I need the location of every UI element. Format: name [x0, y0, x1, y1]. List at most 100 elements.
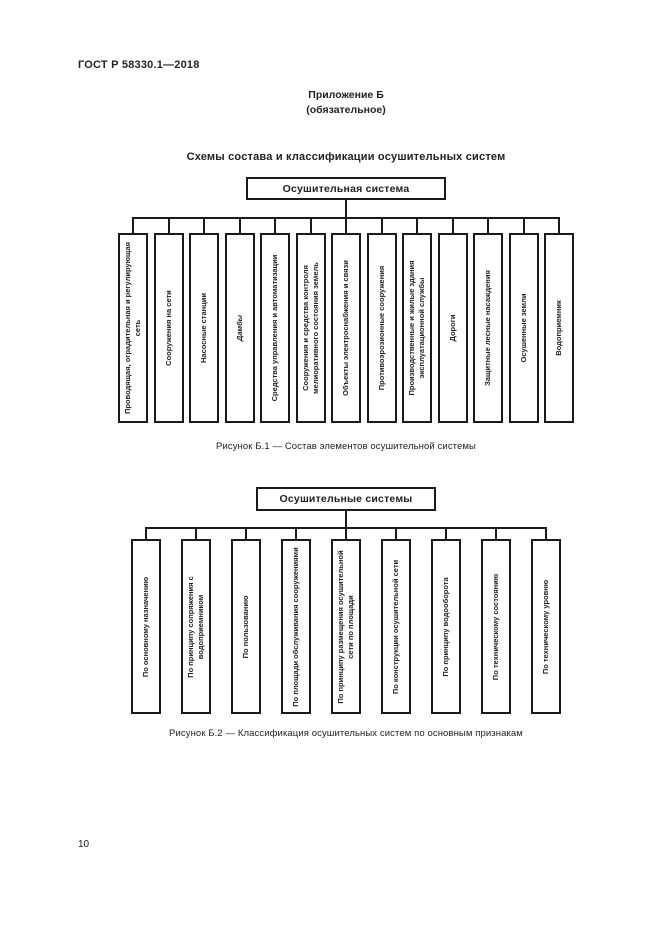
diagram-box: Защитные лесные насаждения: [473, 233, 503, 423]
connector-stub: [522, 217, 525, 233]
diagram-box-label: Проводящая, оградительная и регулирующая…: [123, 241, 142, 415]
connector-stub: [445, 527, 447, 539]
connector-stub: [245, 527, 247, 539]
diagram-box: По пользованию: [231, 539, 261, 714]
connector-stub: [145, 527, 147, 539]
connector-stub: [545, 527, 547, 539]
diagram-child: Водоприемник: [544, 217, 574, 423]
connector-stub: [380, 217, 383, 233]
diagram-box: По основному назначению: [131, 539, 161, 714]
diagram-box-label: По основному назначению: [141, 576, 151, 677]
diagram-box: По принципу сопряжения с водоприемником: [181, 539, 211, 714]
figure-b1-children-row: Проводящая, оградительная и регулирующая…: [118, 217, 574, 423]
diagram-child: По площади обслуживания сооружениями: [281, 527, 311, 714]
figure-b1-diagram: Осушительная система Проводящая, оградит…: [31, 177, 661, 423]
diagram-box-label: Сооружения на сети: [163, 290, 173, 366]
figure-b2-diagram: Осушительные системы По основному назнач…: [31, 487, 661, 714]
connector-stub: [195, 527, 197, 539]
connector-stub: [451, 217, 454, 233]
diagram-box: По техническому уровню: [531, 539, 561, 714]
diagram-box-label: Сооружения и средства контроля мелиорати…: [300, 262, 320, 394]
figure-b2-children-row: По основному назначению По принципу сопр…: [131, 527, 561, 714]
diagram-box: По конструкции осушительной сети: [381, 539, 411, 714]
diagram-box-label: По площади обслуживания сооружениями: [291, 546, 301, 707]
diagram-box: Сооружения на сети: [153, 233, 184, 423]
diagram-box: Объекты электроснабжения и связи: [331, 233, 361, 423]
diagram-box-label: По принципу сопряжения с водоприемником: [186, 575, 205, 678]
connector-stem: [345, 200, 347, 217]
diagram-child: По техническому уровню: [531, 527, 561, 714]
connector-bus: [145, 527, 547, 529]
connector-stub: [309, 217, 312, 233]
connector-stub: [416, 217, 418, 233]
connector-stub: [558, 217, 560, 233]
connector-stub: [238, 217, 241, 233]
diagram-box-label: По принципу размещения осушительной сети…: [336, 549, 355, 704]
diagram-box-label: Средства управления и автоматизации: [270, 254, 280, 402]
diagram-child: Объекты электроснабжения и связи: [331, 217, 361, 423]
diagram-box-label: Дамбы: [234, 314, 244, 342]
diagram-box: Проводящая, оградительная и регулирующая…: [118, 233, 148, 423]
diagram-box: Водоприемник: [544, 233, 574, 423]
diagram-box-label: По конструкции осушительной сети: [391, 559, 401, 694]
diagram-box-label: Насосные станции: [199, 293, 209, 363]
appendix-heading: Приложение Б (обязательное): [31, 88, 661, 118]
diagram-child: По принципу размещения осушительной сети…: [331, 527, 361, 714]
diagram-box: Дамбы: [224, 233, 255, 423]
diagram-child: Сооружения и средства контроля мелиорати…: [295, 217, 326, 423]
diagram-box-label: Осушенные земли: [518, 293, 528, 363]
diagram-child: Дамбы: [224, 217, 255, 423]
diagram-box-label: Производственные и жилые здания эксплуат…: [407, 260, 426, 396]
connector-stub: [495, 527, 497, 539]
diagram-child: По принципу сопряжения с водоприемником: [181, 527, 211, 714]
diagram-box-label: По принципу водооборота: [441, 576, 451, 677]
diagram-child: Сооружения на сети: [153, 217, 184, 423]
connector-stub: [395, 527, 397, 539]
diagram-box-label: По техническому уровню: [541, 579, 551, 674]
diagram-box: Сооружения и средства контроля мелиорати…: [295, 233, 326, 423]
diagram-child: Производственные и жилые здания эксплуат…: [402, 217, 432, 423]
diagram-box: Насосные станции: [189, 233, 219, 423]
figure-b1-root-box: Осушительная система: [246, 177, 446, 200]
diagram-child: Дороги: [437, 217, 468, 423]
diagram-box-label: Объекты электроснабжения и связи: [341, 260, 351, 396]
figure-b2-caption: Рисунок Б.2 — Классификация осушительных…: [169, 728, 523, 739]
diagram-box-label: Защитные лесные насаждения: [483, 270, 493, 386]
diagram-child: Проводящая, оградительная и регулирующая…: [118, 217, 148, 423]
diagram-box: Дороги: [437, 233, 468, 423]
section-title: Схемы состава и классификации осушительн…: [186, 151, 506, 163]
appendix-title: Приложение Б: [308, 89, 384, 101]
connector-stub: [487, 217, 489, 233]
diagram-box: Производственные и жилые здания эксплуат…: [402, 233, 432, 423]
diagram-box-label: Противоэрозионные сооружения: [376, 265, 386, 391]
document-code: ГОСТ Р 58330.1—2018: [78, 59, 200, 71]
diagram-box: По принципу водооборота: [431, 539, 461, 714]
connector-stub: [203, 217, 205, 233]
figure-b2-root-box: Осушительные системы: [256, 487, 436, 511]
diagram-child: По основному назначению: [131, 527, 161, 714]
diagram-box-label: По пользованию: [241, 595, 251, 658]
diagram-child: Осушенные земли: [508, 217, 539, 423]
diagram-box: Осушенные земли: [508, 233, 539, 423]
diagram-child: По техническому состоянию: [481, 527, 511, 714]
connector-stub: [274, 217, 276, 233]
diagram-child: Средства управления и автоматизации: [260, 217, 290, 423]
connector-stem: [345, 511, 347, 527]
diagram-box-label: Водоприемник: [554, 300, 564, 356]
diagram-box-label: Дороги: [447, 314, 457, 342]
appendix-subtitle: (обязательное): [306, 104, 386, 117]
connector-bus: [132, 217, 560, 219]
diagram-child: Противоэрозионные сооружения: [366, 217, 397, 423]
diagram-box: По принципу размещения осушительной сети…: [331, 539, 361, 714]
diagram-child: Насосные станции: [189, 217, 219, 423]
connector-stub: [167, 217, 170, 233]
diagram-child: По конструкции осушительной сети: [381, 527, 411, 714]
connector-stub: [345, 527, 347, 539]
page-number: 10: [78, 839, 90, 850]
diagram-child: По пользованию: [231, 527, 261, 714]
diagram-child: Защитные лесные насаждения: [473, 217, 503, 423]
diagram-child: По принципу водооборота: [431, 527, 461, 714]
diagram-box: По техническому состоянию: [481, 539, 511, 714]
connector-stub: [132, 217, 134, 233]
figure-b1-caption: Рисунок Б.1 — Состав элементов осушитель…: [216, 441, 476, 452]
